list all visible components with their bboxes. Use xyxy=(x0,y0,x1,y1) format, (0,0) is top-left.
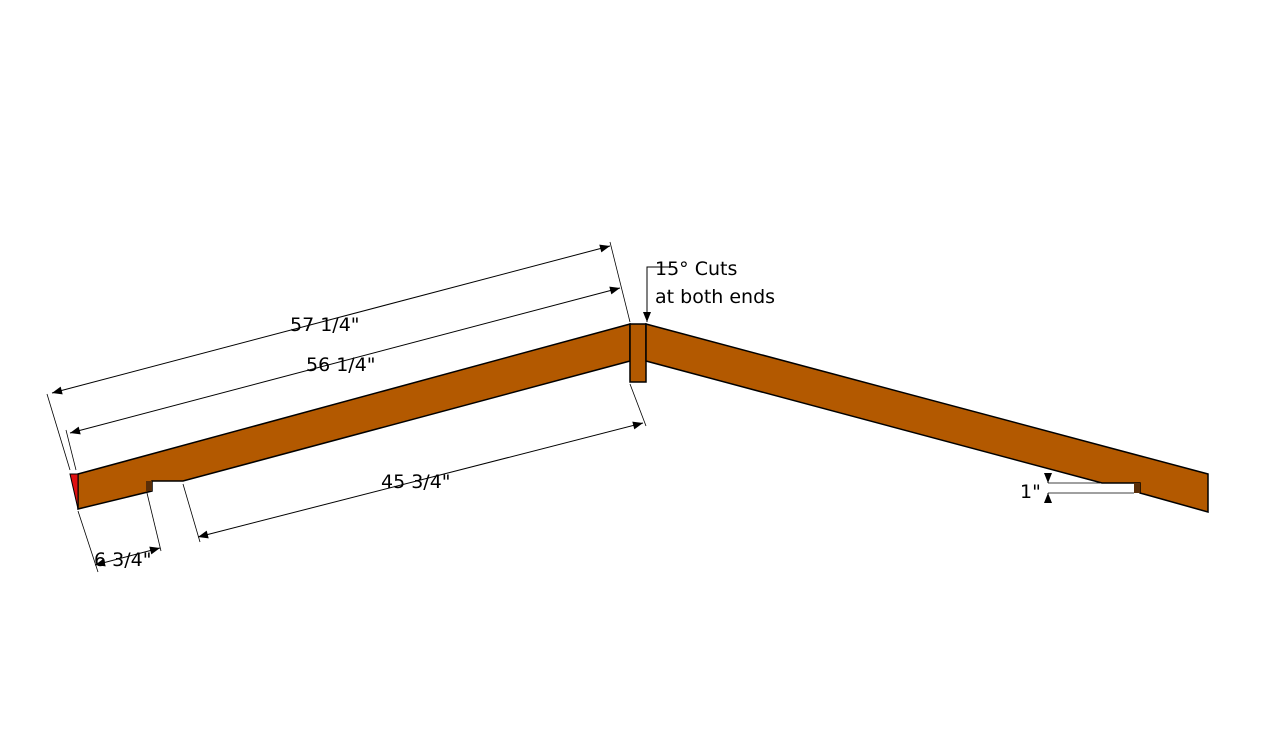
right-notch-shadow xyxy=(1134,483,1140,493)
left-rafter xyxy=(77,323,631,510)
dim-line-56 xyxy=(69,286,621,435)
left-cut-face xyxy=(69,473,79,510)
right-rafter xyxy=(645,323,1209,513)
annotation-line2: at both ends xyxy=(655,286,775,308)
annotation-line1: 15° Cuts xyxy=(655,258,737,280)
dim-label-56: 56 1/4" xyxy=(306,354,376,376)
dim-label-6: 6 3/4" xyxy=(94,549,151,571)
left-notch-shadow xyxy=(146,481,152,491)
dim-line-45 xyxy=(197,421,644,539)
ridge-block xyxy=(629,323,647,383)
dim-label-57: 57 1/4" xyxy=(290,314,360,336)
dim-line-6 xyxy=(94,546,161,567)
leader-line xyxy=(643,266,670,322)
dim-label-45: 45 3/4" xyxy=(381,471,451,493)
dim-label-1: 1" xyxy=(1020,481,1041,503)
